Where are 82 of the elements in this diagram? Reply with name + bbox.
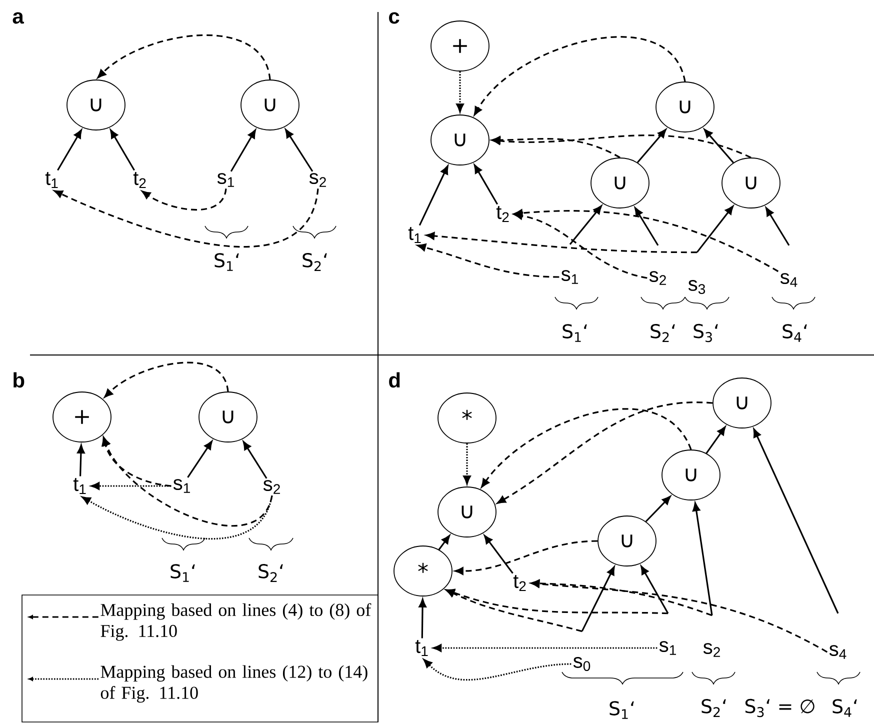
set-label: S$_{2}$‘ — [650, 324, 675, 342]
set-label: S$_{1}$‘ — [610, 701, 634, 719]
arrow — [187, 440, 212, 478]
arrow — [463, 443, 471, 484]
term-label: t$_{1}$ — [415, 640, 428, 656]
term-label: s$_{4}$ — [780, 273, 798, 287]
arrow — [230, 130, 256, 172]
arrow — [474, 164, 498, 205]
arrow — [640, 566, 669, 614]
panel-letter: a — [12, 12, 24, 24]
term-label: s$_{2}$ — [309, 173, 326, 187]
term-label: s$_{2}$ — [263, 480, 280, 494]
arrow — [418, 598, 426, 638]
arrow — [432, 644, 658, 652]
arrow — [645, 496, 671, 522]
term-label: s$_{1}$ — [173, 479, 190, 493]
arrow — [417, 244, 560, 278]
arrow — [242, 441, 268, 479]
arrow — [481, 408, 692, 488]
arrow — [110, 130, 135, 171]
term-label: s$_{4}$ — [829, 645, 846, 659]
arrow — [581, 566, 615, 632]
arrow — [696, 206, 734, 253]
set-label: S$_{2}$‘ — [258, 564, 283, 582]
term-label: s$_{0}$ — [573, 657, 590, 671]
arrow — [456, 71, 464, 112]
term-label: s$_{2}$ — [649, 271, 666, 285]
arrow — [57, 130, 82, 171]
set-label: S$_{2}$‘ — [702, 699, 726, 718]
term-label: t$_{2}$ — [513, 575, 526, 592]
set-label: S$_{3}$‘ — [694, 324, 718, 342]
set-label: S$_{4}$‘ — [782, 324, 807, 342]
panel-letter: c — [389, 12, 400, 24]
arrow — [704, 128, 734, 164]
legend-text: Mapping based on lines (12) to (14) of Fig. 11.10 — [100, 665, 368, 703]
arrow — [514, 209, 779, 272]
arrow — [569, 205, 602, 245]
term-label: t$_{2}$ — [133, 172, 146, 188]
term-label: t$_{2}$ — [496, 206, 509, 222]
arrow — [97, 34, 271, 80]
arrow — [766, 207, 790, 246]
arrow — [753, 428, 839, 614]
arrow — [706, 426, 726, 454]
arrow — [692, 502, 713, 616]
arrow — [530, 580, 828, 653]
arrow — [492, 134, 752, 158]
set-label: S$_{4}$‘ — [832, 699, 857, 717]
arrow — [438, 535, 450, 550]
term-label: t$_{1}$ — [45, 172, 58, 188]
set-label: S$_{3}$‘ = ∅ — [745, 698, 814, 718]
arrow — [102, 437, 273, 526]
arrow — [90, 482, 172, 490]
panel-letter: d — [389, 372, 400, 388]
arrow — [426, 232, 698, 254]
term-label: s$_{1}$ — [217, 173, 234, 187]
arrow — [77, 444, 85, 476]
arrow — [454, 540, 598, 575]
term-label: s$_{1}$ — [659, 641, 676, 655]
arrow — [474, 36, 686, 116]
term-label: s$_{2}$ — [703, 643, 720, 657]
legend-text: Mapping based on lines (4) to (8) of Fig. 11.10 — [100, 603, 372, 641]
arrow — [82, 495, 273, 540]
arrow — [446, 588, 668, 614]
set-label: S$_{1}$‘ — [214, 253, 239, 271]
arrow — [496, 402, 713, 504]
arrow — [285, 129, 314, 172]
term-label: s$_{3}$ — [688, 280, 706, 294]
term-label: t$_{1}$ — [73, 478, 86, 494]
set-label: S$_{1}$‘ — [562, 324, 587, 342]
panel-letter: b — [14, 372, 24, 388]
set-label: S$_{1}$‘ — [170, 564, 195, 582]
arrow — [54, 188, 319, 248]
arrow — [636, 128, 666, 164]
term-label: s$_{1}$ — [561, 270, 578, 284]
term-label: t$_{1}$ — [408, 227, 421, 244]
arrow — [142, 188, 227, 211]
arrow — [634, 207, 659, 246]
set-label: S$_{2}$‘ — [302, 253, 327, 272]
arrow — [423, 659, 572, 681]
arrow — [104, 362, 229, 398]
arrow — [418, 166, 448, 226]
arrow — [484, 535, 514, 574]
